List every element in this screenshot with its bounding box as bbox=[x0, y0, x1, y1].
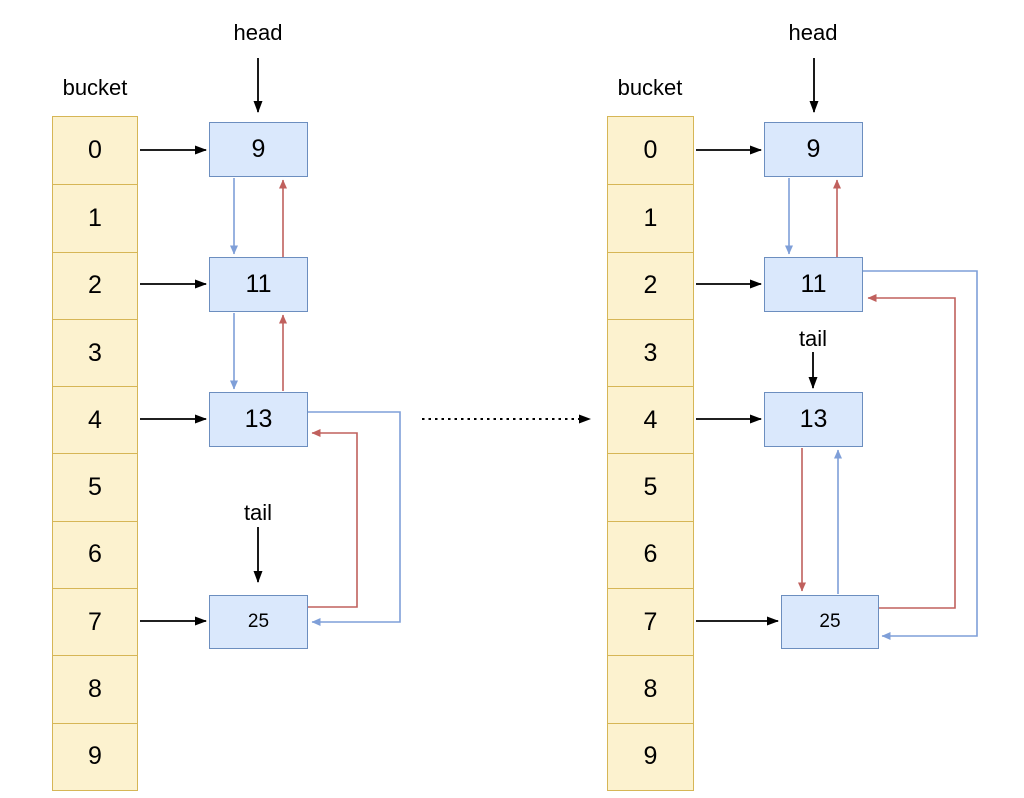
right-bucket-cell-8: 8 bbox=[608, 655, 693, 722]
left-bucket-cell-3: 3 bbox=[53, 318, 137, 386]
left-bucket-cell-4: 4 bbox=[53, 386, 137, 453]
left-head-label: head bbox=[233, 20, 283, 45]
right-bucket-cell-5: 5 bbox=[608, 453, 693, 520]
right-bucket-cell-4: 4 bbox=[608, 386, 693, 453]
right-bucket-cell-2: 2 bbox=[608, 251, 693, 319]
right-bucket-cell-7: 7 bbox=[608, 588, 693, 655]
right-node-13: 13 bbox=[764, 392, 863, 447]
left-bucket-label: bucket bbox=[62, 75, 128, 100]
left-tail-label: tail bbox=[243, 500, 273, 525]
right-node-25: 25 bbox=[781, 595, 879, 649]
right-tail-label: tail bbox=[798, 326, 828, 351]
left-next-arrow-13-to-25 bbox=[308, 411, 401, 626]
left-bucket-cell-5: 5 bbox=[53, 453, 137, 520]
right-next-arrow-11-to-25 bbox=[863, 270, 978, 640]
right-prev-arrow-25-to-11 bbox=[867, 294, 956, 609]
right-bucket-cell-6: 6 bbox=[608, 520, 693, 588]
left-node-11: 11 bbox=[209, 257, 308, 312]
right-bucket-array: 0 1 2 3 4 5 6 7 8 9 bbox=[607, 116, 694, 791]
right-head-label: head bbox=[788, 20, 838, 45]
left-bucket-cell-8: 8 bbox=[53, 655, 137, 722]
left-node-9: 9 bbox=[209, 122, 308, 177]
left-prev-arrow-25-to-13 bbox=[308, 429, 358, 608]
left-node-25: 25 bbox=[209, 595, 308, 649]
left-bucket-cell-2: 2 bbox=[53, 251, 137, 319]
right-bucket-label: bucket bbox=[617, 75, 683, 100]
left-bucket-array: 0 1 2 3 4 5 6 7 8 9 bbox=[52, 116, 138, 791]
right-node-9: 9 bbox=[764, 122, 863, 177]
left-bucket-cell-9: 9 bbox=[53, 722, 137, 790]
left-bucket-cell-1: 1 bbox=[53, 184, 137, 251]
left-bucket-cell-7: 7 bbox=[53, 588, 137, 655]
right-bucket-cell-0: 0 bbox=[643, 136, 658, 165]
left-bucket-cell-6: 6 bbox=[53, 520, 137, 588]
right-bucket-cell-1: 1 bbox=[608, 184, 693, 251]
left-bucket-cell-0: 0 bbox=[88, 136, 102, 165]
right-node-11: 11 bbox=[764, 257, 863, 312]
right-bucket-cell-9: 9 bbox=[608, 722, 693, 790]
right-bucket-cell-3: 3 bbox=[608, 318, 693, 386]
left-node-13: 13 bbox=[209, 392, 308, 447]
